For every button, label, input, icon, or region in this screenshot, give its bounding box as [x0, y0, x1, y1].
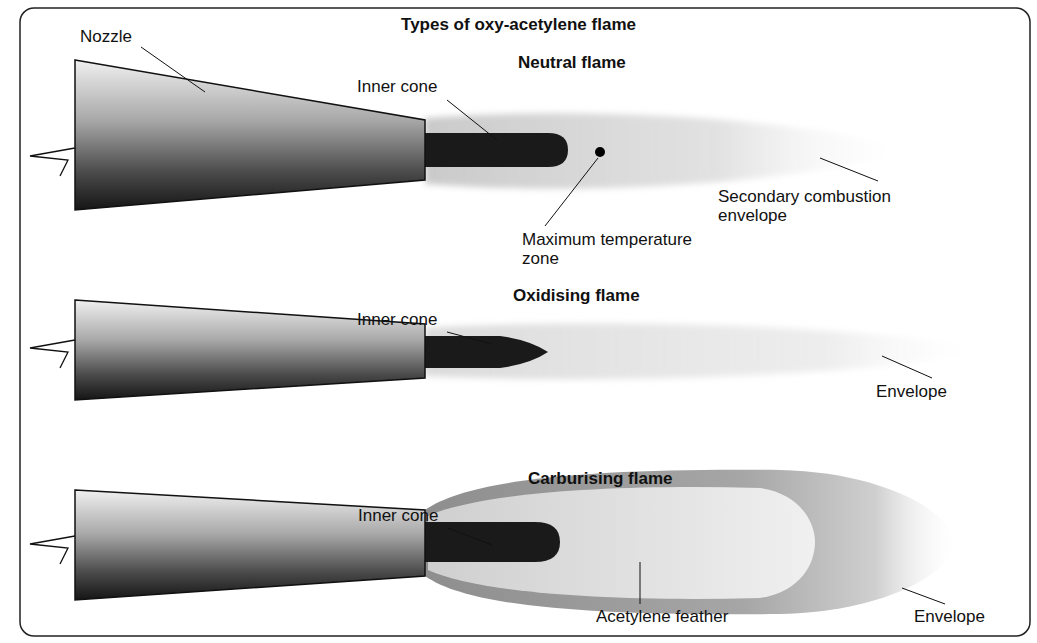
label-holder: Secondary combustion envelope	[718, 188, 913, 225]
leader-line	[141, 47, 205, 92]
label-holder: Inner cone	[357, 311, 437, 330]
part-label: Inner cone	[357, 78, 437, 97]
inner-cone	[425, 133, 568, 167]
part-label: Envelope	[914, 608, 985, 627]
leader-line	[882, 356, 932, 378]
acetylene-feather	[428, 487, 815, 599]
leader-line	[902, 588, 945, 604]
label-holder: Acetylene feather	[596, 608, 728, 627]
envelope	[425, 470, 955, 615]
label-holder: Carburising flame	[528, 470, 673, 489]
break-mark	[30, 536, 75, 564]
max-temp-dot	[595, 147, 605, 157]
label-holder: Neutral flame	[518, 54, 626, 73]
label-holder: Oxidising flame	[513, 287, 640, 306]
envelope	[425, 323, 1000, 379]
label-holder: Maximum temperature zone	[522, 231, 707, 268]
label-holder: Nozzle	[80, 28, 132, 47]
part-label: Secondary combustion envelope	[718, 188, 913, 225]
part-label: Nozzle	[80, 28, 132, 47]
label-holder: Inner cone	[357, 78, 437, 97]
label-holder: Inner cone	[358, 507, 438, 526]
leader-line	[640, 562, 641, 604]
label-holder: Envelope	[876, 383, 947, 402]
part-label: Inner cone	[357, 311, 437, 330]
part-label: Maximum temperature zone	[522, 231, 707, 268]
title-holder: Types of oxy-acetylene flame	[0, 16, 1037, 35]
flame-heading: Carburising flame	[528, 470, 673, 489]
inner-cone	[425, 336, 548, 368]
leader-line	[448, 528, 492, 545]
break-mark	[30, 148, 75, 176]
leader-lines	[141, 47, 945, 604]
label-holder: Envelope	[914, 608, 985, 627]
frame	[20, 8, 1030, 636]
inner-cone	[425, 522, 560, 562]
flame-heading: Neutral flame	[518, 54, 626, 73]
part-label: Inner cone	[358, 507, 438, 526]
flame-heading: Oxidising flame	[513, 287, 640, 306]
leader-line	[447, 100, 497, 140]
leader-line	[447, 332, 492, 344]
leader-line	[820, 158, 878, 181]
secondary-envelope	[425, 113, 920, 188]
part-label: Acetylene feather	[596, 608, 728, 627]
part-label: Envelope	[876, 383, 947, 402]
diagram-title: Types of oxy-acetylene flame	[0, 16, 1037, 35]
break-mark	[30, 340, 75, 368]
leader-line	[545, 158, 598, 226]
